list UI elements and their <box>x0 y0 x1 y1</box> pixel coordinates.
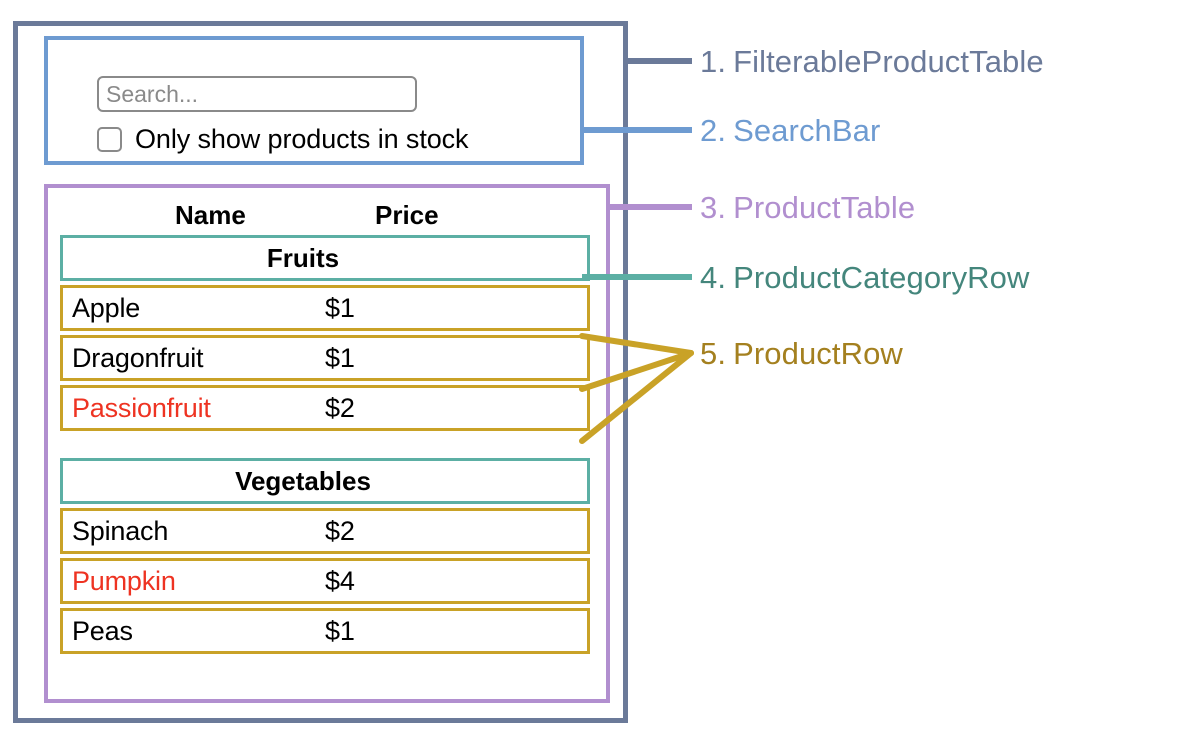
annotation-text: ProductRow <box>733 336 903 371</box>
annotation-number: 4. <box>700 260 727 295</box>
in-stock-filter-row[interactable]: Only show products in stock <box>97 124 469 155</box>
product-row: Dragonfruit $1 <box>60 335 590 381</box>
annotation-text: FilterableProductTable <box>733 44 1044 79</box>
product-name: Peas <box>72 616 133 646</box>
product-row: Spinach $2 <box>60 508 590 554</box>
annotation-label-product-category-row: 4.ProductCategoryRow <box>700 260 1030 296</box>
product-row: Peas $1 <box>60 608 590 654</box>
product-price: $2 <box>325 393 355 423</box>
annotation-label-product-table: 3.ProductTable <box>700 190 915 226</box>
product-price: $4 <box>325 566 355 596</box>
product-price: $1 <box>325 293 355 323</box>
column-header-price: Price <box>375 200 439 230</box>
product-row: Pumpkin $4 <box>60 558 590 604</box>
product-name: Apple <box>72 293 141 323</box>
product-name: Spinach <box>72 516 169 546</box>
annotation-text: ProductCategoryRow <box>733 260 1030 295</box>
annotation-number: 2. <box>700 113 727 148</box>
product-name: Dragonfruit <box>72 343 204 373</box>
annotation-label-search-bar: 2.SearchBar <box>700 113 880 149</box>
annotation-label-filterable-product-table: 1.FilterableProductTable <box>700 44 1044 80</box>
in-stock-checkbox[interactable] <box>97 127 122 152</box>
product-price: $2 <box>325 516 355 546</box>
search-bar-boundary: Only show products in stock <box>44 36 584 165</box>
product-table-header: Name Price <box>60 194 590 235</box>
section-spacer <box>60 435 590 458</box>
product-category-row: Fruits <box>60 235 590 281</box>
annotation-label-product-row: 5.ProductRow <box>700 336 903 372</box>
product-table: Name Price Fruits Apple $1 Dragonfruit $… <box>60 194 590 658</box>
product-row: Apple $1 <box>60 285 590 331</box>
annotation-number: 5. <box>700 336 727 371</box>
product-name: Passionfruit <box>72 393 211 423</box>
annotation-text: SearchBar <box>733 113 881 148</box>
product-price: $1 <box>325 616 355 646</box>
product-table-boundary: Name Price Fruits Apple $1 Dragonfruit $… <box>44 184 610 703</box>
in-stock-checkbox-label: Only show products in stock <box>135 124 469 154</box>
product-category-label: Vegetables <box>235 465 371 496</box>
annotation-number: 3. <box>700 190 727 225</box>
annotation-number: 1. <box>700 44 727 79</box>
product-price: $1 <box>325 343 355 373</box>
search-input[interactable] <box>97 76 417 112</box>
annotation-text: ProductTable <box>733 190 916 225</box>
product-category-row: Vegetables <box>60 458 590 504</box>
product-row: Passionfruit $2 <box>60 385 590 431</box>
product-name: Pumpkin <box>72 566 176 596</box>
product-category-label: Fruits <box>266 242 340 273</box>
column-header-name: Name <box>175 200 246 230</box>
